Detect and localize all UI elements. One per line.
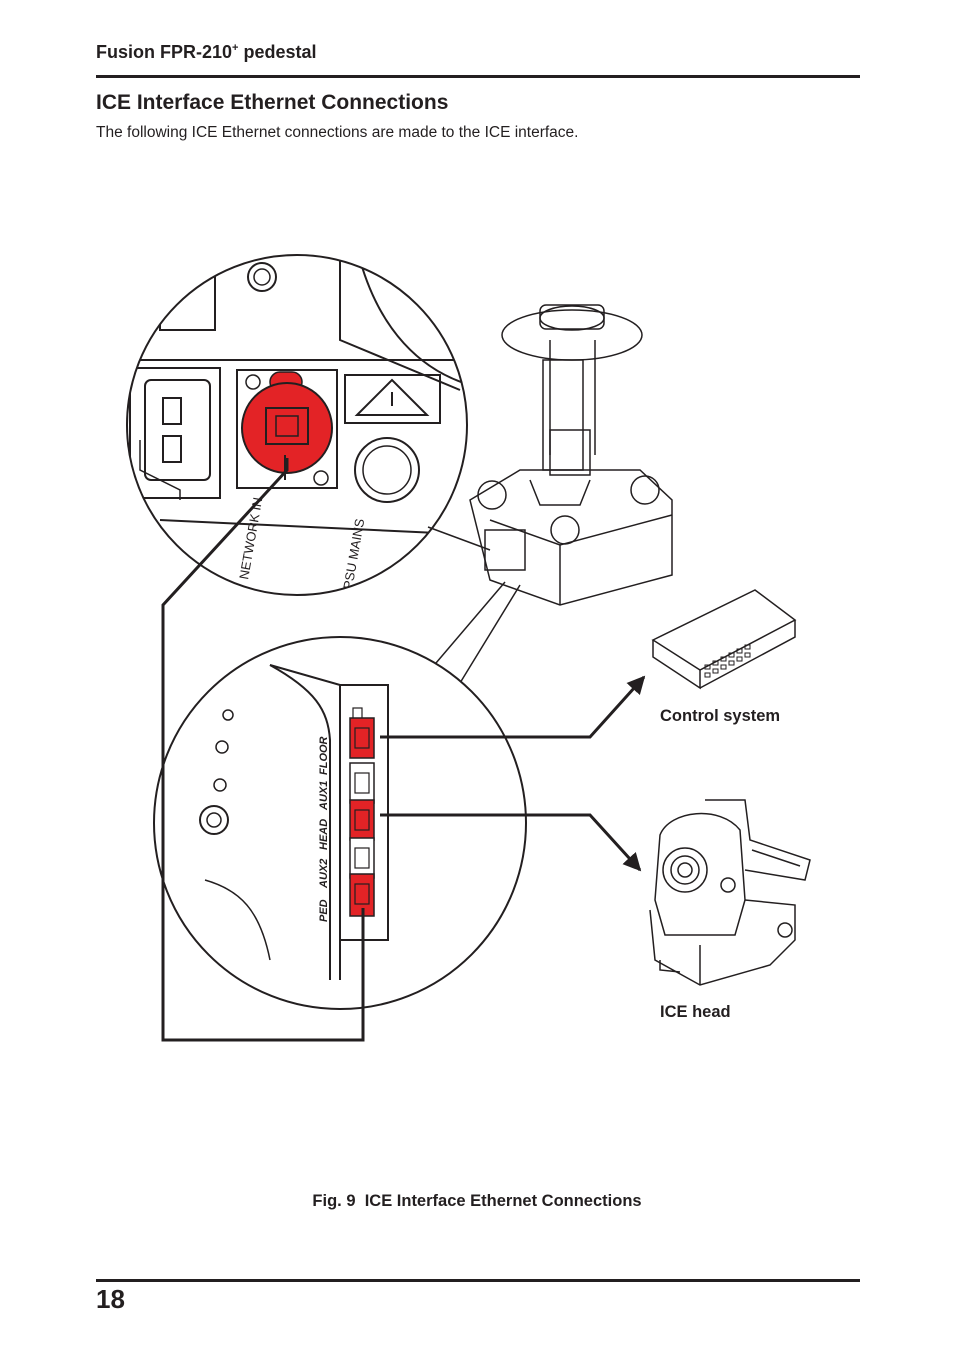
port-label-floor: FLOOR [318,736,330,775]
connection-diagram: NETWORK IN PSU MAINS [126,254,811,1042]
figure-caption: Fig. 9 ICE Interface Ethernet Connection… [0,1192,954,1211]
port-label-ped: PED [318,899,330,922]
footer-rule [96,1279,860,1282]
label-ice-head: ICE head [660,1003,731,1021]
zoom-line-2b [459,584,521,684]
port-label-aux2: AUX2 [318,859,330,889]
intro-paragraph: The following ICE Ethernet connections a… [96,124,579,141]
cable-network-to-ped [161,458,365,1042]
header-rule [96,75,860,78]
port-head [349,799,375,841]
ice-head-icon [649,799,811,986]
header-product: Fusion FPR-210 [96,42,233,62]
control-system-icon [651,589,797,690]
caption-number: Fig. 9 [312,1192,356,1210]
header-sup: + [232,42,239,54]
zoom-network-panel: NETWORK IN PSU MAINS [127,255,467,595]
port-label-aux1: AUX1 [318,781,330,811]
cable-floor-to-control [380,675,646,739]
pedestal-illustration [469,304,673,606]
port-label-head: HEAD [318,819,330,850]
zoom-ice-interface: FLOOR AUX1 HEAD AUX2 PED [154,637,526,1009]
port-aux1 [349,762,375,804]
zoom-circle-2 [153,636,527,1010]
zoom-circle-1 [126,254,468,596]
caption-text: ICE Interface Ethernet Connections [364,1192,642,1210]
label-control-system: Control system [660,707,781,725]
page-number: 18 [96,1284,125,1314]
zoom-line-2a [435,581,506,664]
port-floor [349,717,375,759]
cable-head-to-icehead [380,813,642,872]
header-suffix: pedestal [238,42,317,62]
port-aux2 [349,837,375,879]
section-title: ICE Interface Ethernet Connections [96,91,449,114]
running-header: Fusion FPR-210+ pedestal [96,42,317,63]
zoom-line-1a [427,526,491,551]
